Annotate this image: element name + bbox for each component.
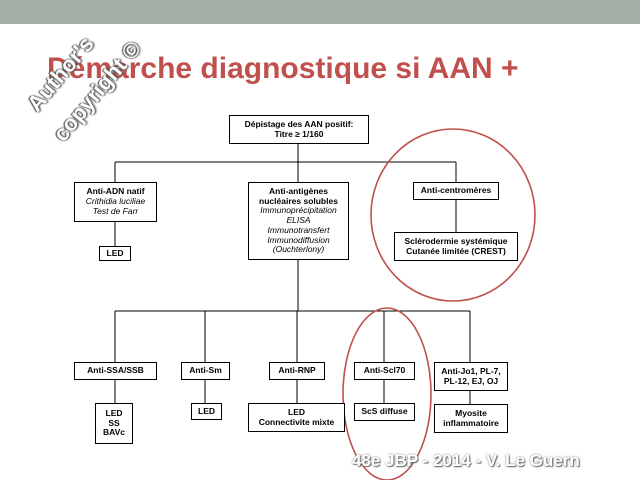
anti-sm-label: Anti-Sm xyxy=(189,365,222,376)
led-connectivite-box: LED Connectivite mixte xyxy=(248,403,345,432)
anti-rnp-box: Anti-RNP xyxy=(269,362,325,380)
myosite-line-1: Myosite xyxy=(455,407,487,418)
led-connectivite-line-1: LED xyxy=(288,406,305,417)
scs-diffuse-box: ScS diffuse xyxy=(354,403,415,421)
sclerodermie-line-2: Cutanée limitée (CREST) xyxy=(406,245,506,256)
method-item: Immunoprécipitation xyxy=(260,205,337,216)
anti-antigenes-title-1: Anti-antigènes xyxy=(268,185,329,196)
anti-jo1-line-2: PL-12, EJ, OJ xyxy=(443,375,499,386)
sclerodermie-box: Sclérodermie systémique Cutanée limitée … xyxy=(394,232,518,261)
method-item: Immunodiffusion xyxy=(267,234,330,245)
led-ss-line-3: BAVc xyxy=(102,427,126,438)
anti-adn-box: Anti-ADN natif Crithidia luciliae Test d… xyxy=(74,182,157,222)
method-item: Immunotransfert xyxy=(267,224,330,235)
highlight-ellipse-centromeres xyxy=(370,128,536,302)
sclerodermie-line-1: Sclérodermie systémique xyxy=(404,235,508,246)
myosite-box: Myosite inflammatoire xyxy=(434,404,508,433)
led-box-2: LED xyxy=(191,403,222,420)
slide-title: Démarche diagnostique si AAN + xyxy=(47,52,519,85)
anti-ssa-box: Anti-SSA/SSB xyxy=(74,362,157,380)
anti-antigenes-box: Anti-antigènes nucléaires solubles Immun… xyxy=(248,182,349,260)
anti-centromeres-box: Anti-centromères xyxy=(413,182,499,200)
led-label-1: LED xyxy=(106,247,124,258)
anti-centromeres-label: Anti-centromères xyxy=(420,185,492,196)
root-line-2: Titre ≥ 1/160 xyxy=(274,128,324,139)
led-ss-line-1: LED xyxy=(105,407,123,418)
anti-adn-sub-2: Test de Farr xyxy=(92,205,139,216)
method-item: ELISA xyxy=(286,215,311,226)
anti-scl70-label: Anti-Scl70 xyxy=(363,365,406,376)
anti-adn-sub-1: Crithidia luciliae xyxy=(85,196,146,207)
anti-ssa-label: Anti-SSA/SSB xyxy=(87,365,144,376)
method-item: (Ouchterlony) xyxy=(272,244,325,255)
anti-jo1-box: Anti-Jo1, PL-7, PL-12, EJ, OJ xyxy=(434,362,508,391)
anti-rnp-label: Anti-RNP xyxy=(278,365,316,376)
scs-diffuse-label: ScS diffuse xyxy=(361,406,408,417)
root-box: Dépistage des AAN positif: Titre ≥ 1/160 xyxy=(229,115,369,144)
led-label-2: LED xyxy=(198,405,215,416)
anti-jo1-line-1: Anti-Jo1, PL-7, xyxy=(441,365,501,376)
root-line-1: Dépistage des AAN positif: xyxy=(244,118,354,129)
anti-antigenes-title-2: nucléaires solubles xyxy=(259,195,338,206)
credit-text: 48e JBP - 2014 - V. Le Guern xyxy=(352,451,580,470)
led-connectivite-line-2: Connectivite mixte xyxy=(258,416,335,427)
myosite-line-2: inflammatoire xyxy=(443,417,499,428)
highlight-ellipse-scl70 xyxy=(342,307,432,480)
led-ss-bavc-box: LED SS BAVc xyxy=(95,403,133,444)
led-ss-line-2: SS xyxy=(108,417,120,428)
anti-scl70-box: Anti-Scl70 xyxy=(354,362,415,380)
anti-adn-title: Anti-ADN natif xyxy=(86,186,145,197)
anti-sm-box: Anti-Sm xyxy=(181,362,230,380)
led-box-1: LED xyxy=(99,246,131,261)
top-bar xyxy=(0,0,640,24)
